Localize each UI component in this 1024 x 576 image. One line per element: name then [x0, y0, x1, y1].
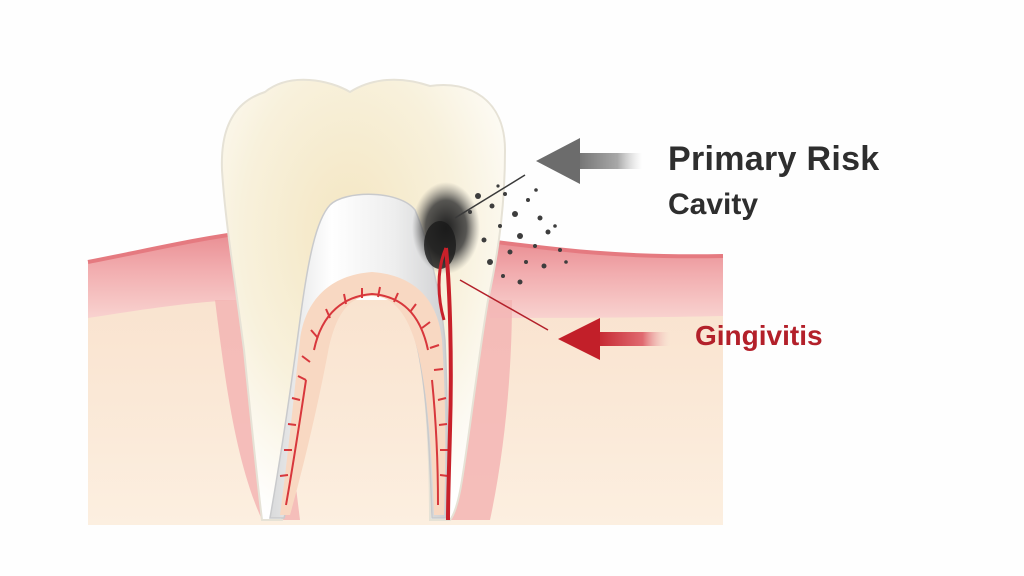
gingivitis-arrow — [558, 318, 670, 360]
pulp-chamber — [280, 272, 446, 515]
decay-particles — [468, 184, 568, 285]
gum-tissue — [88, 232, 250, 318]
gingivitis-label: Gingivitis — [695, 320, 823, 351]
cavity-leader-line — [454, 174, 526, 219]
cavity-label: Cavity — [668, 188, 759, 221]
pulp-nerves — [279, 286, 449, 506]
gingivitis-leader-line — [459, 279, 549, 331]
gum-tissue-right — [480, 240, 723, 318]
primary-risk-label: Primary Risk — [668, 140, 880, 178]
inflammation-line — [444, 247, 453, 521]
primary-risk-arrow — [536, 138, 642, 184]
